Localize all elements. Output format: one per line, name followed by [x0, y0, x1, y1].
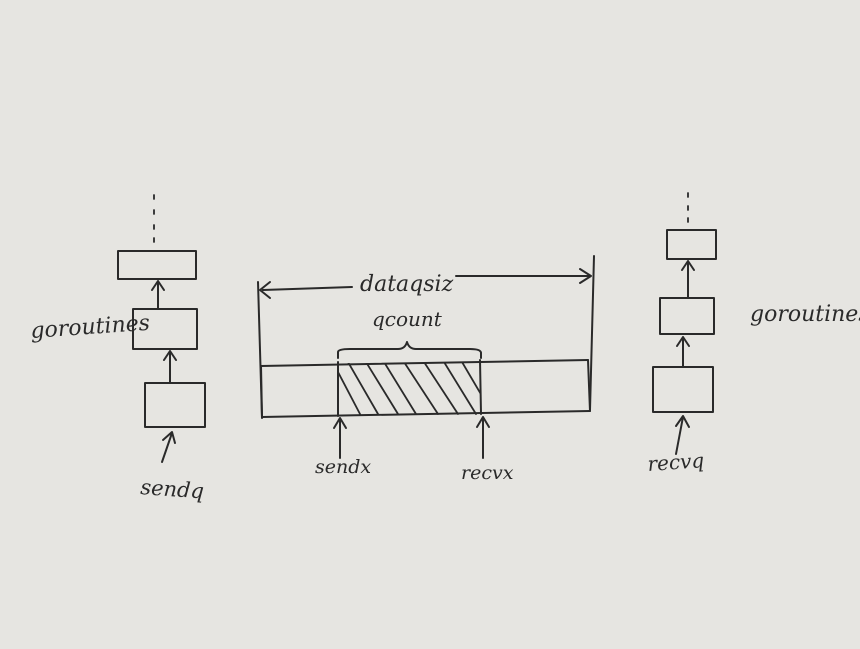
- recvx-label: recvx: [461, 462, 514, 484]
- filled-segment-right: [479, 359, 482, 415]
- sendq-goroutine-stack: [117, 194, 206, 463]
- recvq-label: recvq: [647, 448, 705, 476]
- arrow-up-right-1: [681, 260, 695, 299]
- sendx-pointer-arrow: [333, 417, 347, 459]
- buffer-right-edge: [587, 359, 591, 412]
- qcount-label: qcount: [372, 307, 443, 331]
- goroutine-box-top-left: [117, 250, 197, 280]
- goroutine-box-middle-left: [132, 308, 198, 350]
- arrow-up-left-2: [163, 350, 177, 384]
- qcount-brace: [337, 341, 482, 359]
- sendq-label: sendq: [140, 475, 205, 503]
- recvq-pointer-arrow: [675, 415, 690, 455]
- ring-buffer: [257, 255, 595, 459]
- goroutines-label-right: goroutines: [750, 302, 860, 327]
- goroutine-box-top-right: [666, 229, 717, 260]
- arrow-up-right-2: [676, 336, 690, 367]
- dataqsiz-left-arrow: [259, 281, 353, 299]
- sendq-pointer-arrow: [161, 431, 176, 463]
- goroutine-box-middle-right: [659, 297, 715, 335]
- dataqsiz-label: dataqsiz: [360, 272, 454, 297]
- buffer-bottom-edge: [261, 410, 591, 418]
- sendx-label: sendx: [315, 456, 371, 478]
- dataqsiz-right-arrow: [455, 268, 592, 284]
- filled-segment-hatch: [338, 363, 480, 415]
- recvq-goroutine-stack: [652, 192, 717, 455]
- arrow-up-left-1: [151, 280, 165, 310]
- goroutine-box-bottom-left: [144, 382, 206, 428]
- dataqsiz-right-tick: [589, 255, 595, 411]
- goroutine-box-bottom-right: [652, 366, 714, 413]
- buffer-left-edge: [260, 365, 263, 418]
- recvx-pointer-arrow: [476, 416, 490, 459]
